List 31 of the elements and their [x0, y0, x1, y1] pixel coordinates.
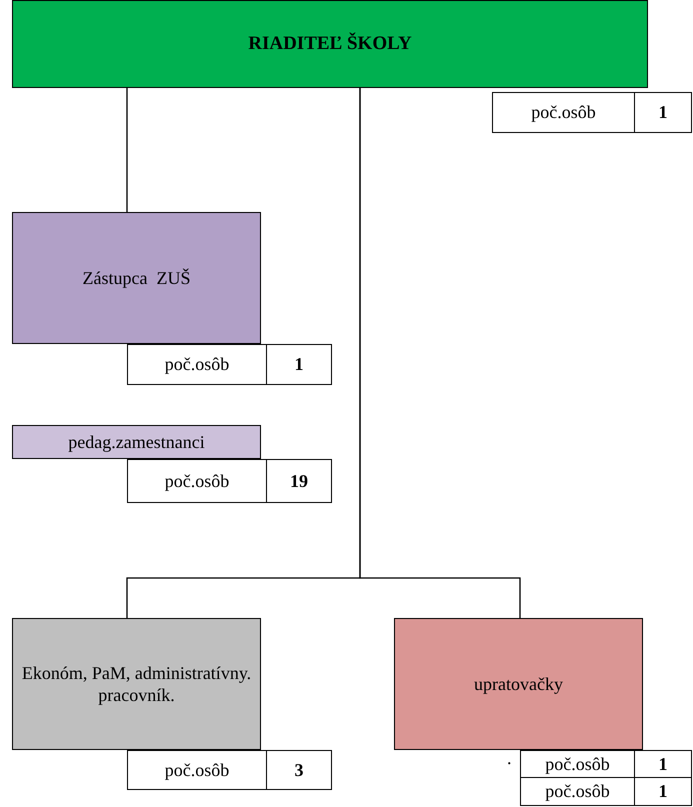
box-title: Zástupca ZUŠ — [82, 266, 190, 290]
director-banner — [12, 0, 648, 88]
box-title: Ekonóm, PaM, administratívny. pracovník. — [20, 662, 252, 706]
count-label: poč.osôb — [164, 353, 230, 376]
count-table — [492, 92, 692, 133]
count-value: 1 — [634, 778, 691, 805]
department-box — [12, 425, 261, 459]
count-value: 3 — [266, 751, 331, 789]
count-value: 1 — [634, 93, 691, 132]
count-label: poč.osôb — [164, 758, 230, 782]
count-value: 1 — [634, 751, 691, 777]
box-title: RIADITEĽ ŠKOLY — [248, 32, 412, 56]
count-table — [127, 344, 332, 385]
count-table — [520, 750, 692, 778]
connector-line — [359, 88, 521, 618]
dot-note: . — [507, 748, 512, 769]
count-table — [520, 778, 692, 806]
box-title: pedag.zamestnanci — [68, 430, 205, 454]
count-table — [127, 750, 332, 790]
count-table — [127, 459, 332, 503]
count-label: poč.osôb — [544, 780, 611, 803]
department-box — [12, 618, 261, 750]
count-label: poč.osôb — [544, 752, 611, 776]
count-value: 19 — [266, 460, 331, 502]
department-box — [394, 618, 643, 750]
count-label: poč.osôb — [164, 470, 230, 493]
count-value: 1 — [266, 345, 331, 384]
connector-line — [126, 88, 128, 212]
department-box — [12, 212, 261, 344]
count-label: poč.osôb — [530, 101, 597, 124]
box-title: upratovačky — [474, 672, 563, 696]
